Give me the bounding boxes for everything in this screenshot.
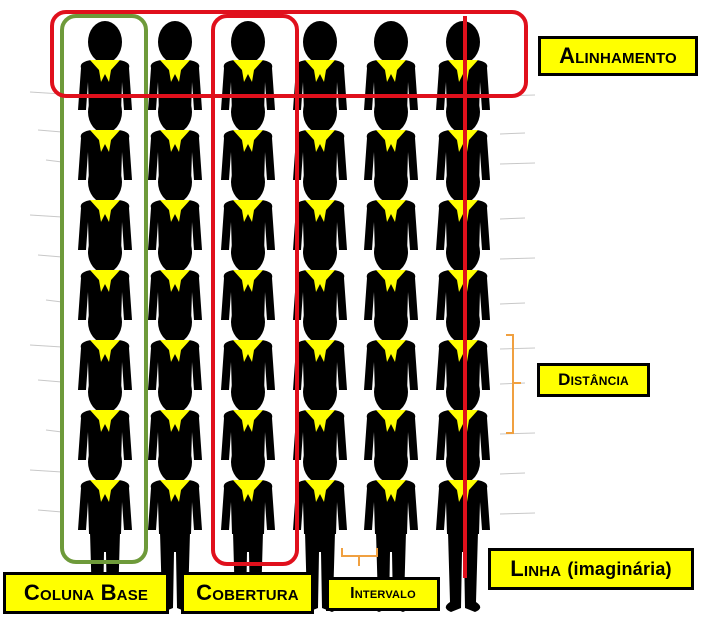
person-head: [231, 91, 265, 133]
linha-label-text: Linha: [510, 556, 562, 581]
linha-label: Linha (imaginária): [488, 548, 694, 590]
person-scarf: [305, 200, 335, 222]
person-scarf: [160, 270, 190, 292]
person-head: [231, 21, 265, 63]
person-head: [374, 21, 408, 63]
person-scarf: [233, 130, 263, 152]
person-scarf: [90, 410, 120, 432]
coluna-base-label: Coluna Base: [3, 572, 169, 614]
person-head: [303, 161, 337, 203]
person-head: [231, 301, 265, 343]
person-scarf: [376, 270, 406, 292]
person-scarf: [90, 200, 120, 222]
person-head: [88, 21, 122, 63]
person-head: [88, 91, 122, 133]
person-scarf: [90, 60, 120, 82]
person-r7-c4: [293, 441, 347, 612]
person-scarf: [233, 270, 263, 292]
person-scarf: [376, 200, 406, 222]
person-head: [374, 441, 408, 483]
person-scarf: [160, 200, 190, 222]
person-head: [158, 371, 192, 413]
person-scarf: [90, 130, 120, 152]
cobertura-highlight: [211, 14, 299, 566]
person-head: [88, 371, 122, 413]
person-head: [88, 161, 122, 203]
person-head: [231, 161, 265, 203]
person-head: [374, 91, 408, 133]
person-scarf: [376, 480, 406, 502]
alinhamento-highlight: [50, 10, 528, 98]
person-head: [231, 371, 265, 413]
formation-grid: [78, 21, 490, 612]
person-head: [374, 371, 408, 413]
person-scarf: [90, 340, 120, 362]
person-r7-c3: [221, 441, 275, 612]
distancia-bracket: [506, 334, 521, 434]
person-head: [158, 231, 192, 273]
person-scarf: [233, 340, 263, 362]
person-head: [303, 441, 337, 483]
person-scarf: [160, 130, 190, 152]
person-head: [303, 301, 337, 343]
person-scarf: [160, 60, 190, 82]
person-body: [148, 480, 202, 534]
person-head: [158, 21, 192, 63]
person-body: [78, 480, 132, 534]
person-scarf: [305, 270, 335, 292]
person-head: [88, 231, 122, 273]
person-head: [158, 301, 192, 343]
person-head: [374, 161, 408, 203]
cobertura-label: Cobertura: [181, 572, 314, 614]
person-scarf: [376, 410, 406, 432]
person-head: [303, 231, 337, 273]
person-scarf: [90, 480, 120, 502]
person-head: [158, 91, 192, 133]
person-scarf: [305, 340, 335, 362]
person-head: [88, 301, 122, 343]
person-head: [303, 371, 337, 413]
person-head: [374, 301, 408, 343]
person-body: [293, 480, 347, 534]
person-body: [364, 480, 418, 534]
person-scarf: [305, 480, 335, 502]
intervalo-bracket: [341, 548, 378, 566]
person-scarf: [376, 340, 406, 362]
person-legs: [445, 532, 481, 612]
person-scarf: [160, 480, 190, 502]
background-sketch-lines: [29, 91, 536, 515]
person-scarf: [305, 410, 335, 432]
alinhamento-label: Alinhamento: [538, 36, 698, 76]
person-scarf: [305, 60, 335, 82]
person-scarf: [160, 340, 190, 362]
person-head: [158, 161, 192, 203]
person-head: [231, 231, 265, 273]
person-head: [303, 91, 337, 133]
person-scarf: [90, 270, 120, 292]
person-scarf: [376, 130, 406, 152]
intervalo-label: Intervalo: [326, 577, 440, 611]
person-scarf: [233, 200, 263, 222]
person-scarf: [233, 60, 263, 82]
person-scarf: [305, 130, 335, 152]
distancia-label: Distância: [537, 363, 650, 397]
person-head: [303, 21, 337, 63]
person-scarf: [376, 60, 406, 82]
person-head: [231, 441, 265, 483]
person-head: [158, 441, 192, 483]
person-head: [88, 441, 122, 483]
person-scarf: [233, 480, 263, 502]
person-body: [221, 480, 275, 534]
person-r7-c2: [148, 441, 202, 612]
person-head: [374, 231, 408, 273]
coluna-base-highlight: [60, 14, 148, 564]
linha-label-subtext: (imaginária): [567, 558, 672, 579]
person-scarf: [160, 410, 190, 432]
person-scarf: [233, 410, 263, 432]
